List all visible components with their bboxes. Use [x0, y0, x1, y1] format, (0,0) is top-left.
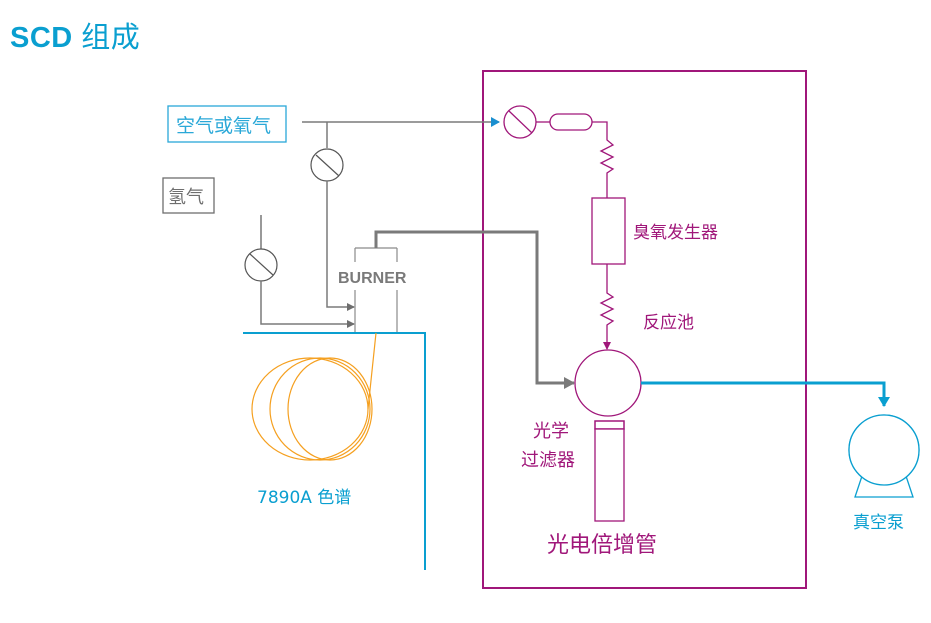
to-ozone-line: [592, 121, 615, 198]
dryer-tube: [549, 113, 593, 131]
photomultiplier-tube: [594, 428, 625, 522]
hydrogen-source: 氢气: [162, 177, 215, 214]
ozone-generator: [591, 197, 626, 265]
hydrogen-flow-valve-icon: [244, 248, 278, 282]
title-cjk: 组成: [81, 20, 141, 54]
optical-filter-label-line2: 过滤器: [521, 450, 575, 471]
pmt-label: 光电倍增管: [547, 533, 657, 558]
ozone-generator-label: 臭氧发生器: [633, 223, 718, 243]
page-title: SCD 组成: [10, 14, 140, 56]
scd-detector-box: [482, 70, 807, 589]
vacuum-pump-label: 真空泵: [853, 513, 904, 533]
gc-label: 7890A 色谱: [257, 488, 351, 508]
hydrogen-label: 氢气: [168, 187, 204, 208]
vacuum-pump-icon: [848, 414, 920, 498]
scd-flow-valve-icon: [503, 105, 537, 139]
burner-output-line: [374, 230, 575, 389]
optical-filter-label-line1: 光学: [533, 421, 569, 442]
burner: BURNER: [338, 247, 407, 333]
gc-column-icon: [251, 332, 377, 461]
hydrogen-to-burner-line: [260, 281, 355, 328]
exhaust-line: [641, 381, 890, 407]
reaction-cell: [574, 349, 642, 417]
air-oxygen-source: 空气或氧气: [167, 105, 287, 143]
ozone-to-cell-line: [599, 264, 615, 350]
air-oxygen-label: 空气或氧气: [176, 115, 271, 137]
air-flow-valve-icon: [310, 148, 344, 182]
optical-filter: [594, 420, 625, 430]
gc-oven-outline: [243, 332, 426, 570]
air-to-burner-line: [326, 181, 355, 311]
title-latin: SCD: [10, 22, 73, 54]
reaction-cell-label: 反应池: [643, 313, 694, 333]
burner-label: BURNER: [338, 270, 407, 287]
